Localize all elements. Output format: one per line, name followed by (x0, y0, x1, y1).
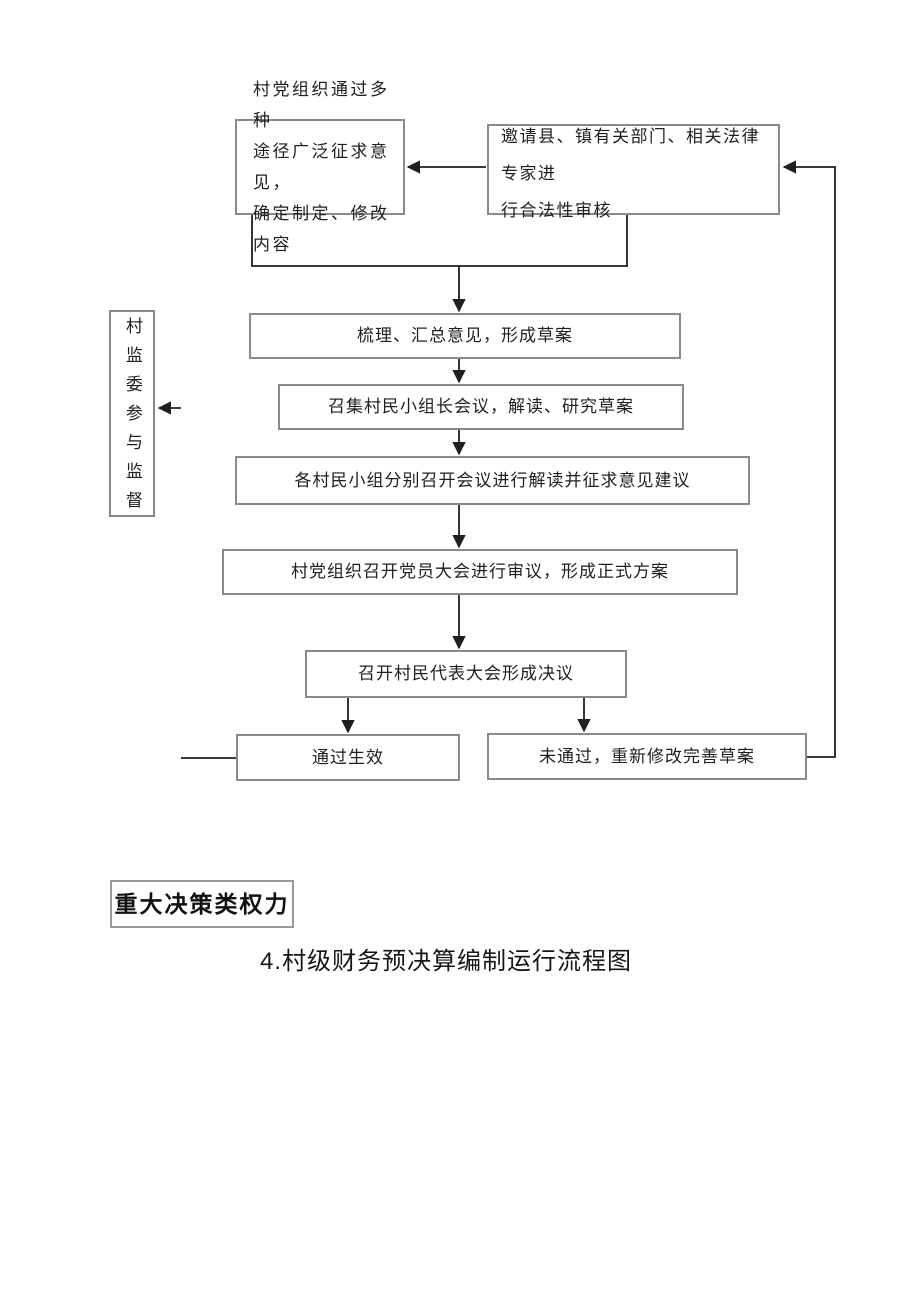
flow-box-fail: 未通过，重新修改完善草案 (487, 733, 807, 780)
text-line: 确定制定、修改内容 (253, 204, 390, 254)
flow-box-draft: 梳理、汇总意见，形成草案 (249, 313, 681, 359)
figure-caption: 4.村级财务预决算编制运行流程图 (259, 948, 632, 975)
flow-box-supervision: 村监委参与监督 (109, 310, 155, 520)
flow-box-legality-review: 邀请县、镇有关部门、相关法律专家进 行合法性审核 (487, 124, 780, 220)
flow-box-party-solicit: 村党组织通过多种 途径广泛征求意见， 确定制定、修改内容 (235, 80, 405, 254)
text-line: 途径广泛征求意见， (253, 142, 390, 192)
text-line: 邀请县、镇有关部门、相关法律专家进 (501, 127, 760, 183)
flow-box-villager-congress: 召开村民代表大会形成决议 (305, 650, 627, 698)
text-line: 行合法性审核 (501, 201, 612, 220)
flow-box-party-congress: 村党组织召开党员大会进行审议，形成正式方案 (222, 549, 738, 595)
text-line: 村党组织通过多种 (253, 80, 390, 130)
flow-box-pass: 通过生效 (236, 734, 460, 781)
arrow-fail-feedback-to-review (782, 160, 836, 758)
flow-box-group-meetings: 各村民小组分别召开会议进行解读并征求意见建议 (235, 456, 750, 505)
flow-box-group-leader-meeting: 召集村民小组长会议，解读、研究草案 (278, 384, 684, 430)
category-label-box: 重大决策类权力 (110, 880, 294, 928)
